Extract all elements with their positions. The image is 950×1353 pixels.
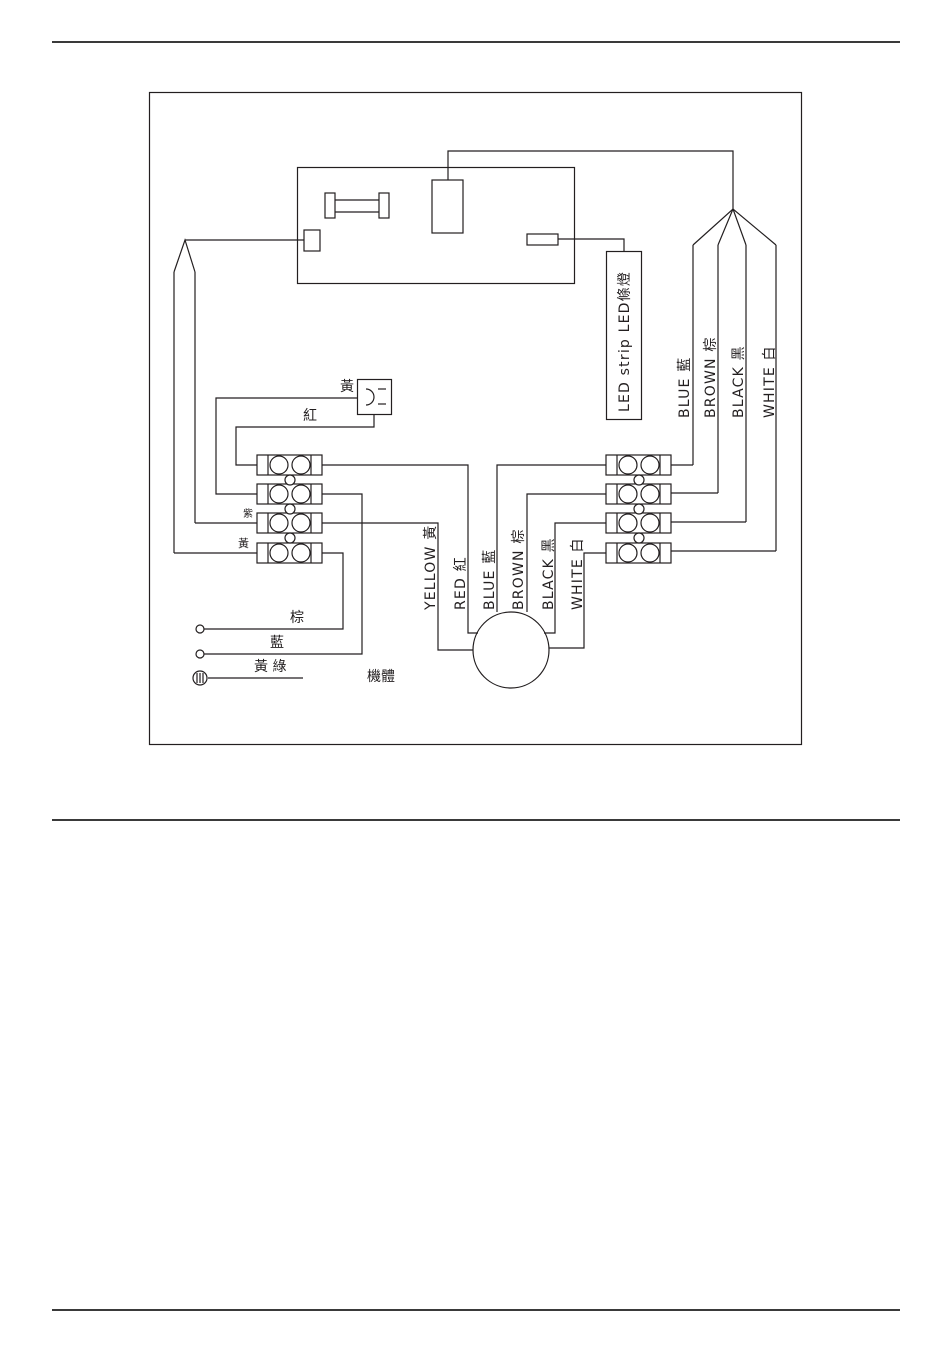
- led-strip-label: LED strip LED條燈: [617, 271, 633, 412]
- motor-wire-label-black: BLACK 黑: [541, 537, 557, 610]
- mains-label-blue: 藍: [270, 635, 284, 651]
- switch-yellow-label: 黃: [340, 379, 354, 395]
- mains-label-brown: 棕: [290, 610, 304, 626]
- motor-wire-label-white: WHITE 白: [570, 537, 586, 610]
- relay-block: [432, 180, 463, 233]
- right-wire-label-white: WHITE 白: [762, 345, 778, 418]
- fuse-icon: [325, 193, 389, 218]
- right-terminal-block: [606, 455, 671, 563]
- left-block-label-yellow: 黃: [238, 537, 249, 550]
- control-board: [298, 168, 575, 284]
- right-wire-label-black: BLACK 黑: [731, 345, 747, 418]
- board-connector-led: [527, 234, 558, 245]
- motor-wire-label-brown: BROWN 棕: [511, 528, 527, 610]
- left-terminal-block: [257, 455, 322, 563]
- right-wire-label-brown: BROWN 棕: [703, 336, 719, 418]
- motor: [473, 612, 549, 688]
- switch-red-label: 紅: [303, 408, 317, 424]
- motor-wire-label-red: RED 紅: [453, 556, 469, 610]
- left-block-label-purple: 紫: [243, 508, 253, 520]
- right-wire-label-blue: BLUE 藍: [677, 357, 693, 418]
- motor-wire-label-yellow: YELLOW 黃: [423, 525, 439, 611]
- board-connector-left: [304, 230, 320, 251]
- ground-icon: [193, 671, 207, 685]
- motor-wire-label-blue: BLUE 藍: [482, 549, 498, 610]
- chassis-label: 機體: [367, 669, 395, 685]
- mains-label-earth: 黃 綠: [254, 659, 286, 675]
